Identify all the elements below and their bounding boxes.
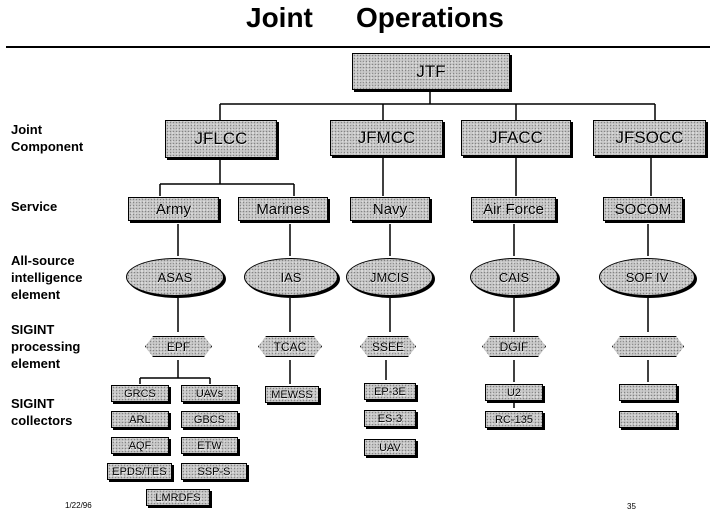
collector-label: U2 (506, 386, 522, 399)
row-label-service: Service (11, 198, 57, 215)
node-label: Army (156, 200, 191, 218)
node-label: DGIF (499, 339, 529, 354)
collector-lmrdfs: LMRDFS (146, 489, 210, 506)
collector-etw: ETW (181, 437, 238, 454)
row-label-sigint-processing: SIGINT processing element (11, 321, 80, 372)
collector-label: EPDS/TES (112, 465, 167, 478)
node-label: TCAC (273, 339, 307, 354)
title-operations: Operations (356, 2, 504, 33)
node-jtf: JTF (352, 53, 510, 90)
collector-label: SSP-S (197, 465, 231, 478)
collector-uav: UAV (364, 439, 416, 456)
node-label: JTF (416, 61, 446, 81)
node-label: Marines (256, 200, 310, 218)
node-navy: Navy (350, 197, 430, 221)
node-label: EPF (166, 339, 191, 354)
node-label: Navy (372, 200, 408, 218)
collector-rc-135: RC-135 (485, 411, 543, 428)
node-label: CAIS (498, 269, 530, 285)
node-air-force: Air Force (471, 197, 556, 221)
collector-label: MEWSS (271, 388, 313, 401)
node-ias: IAS (244, 258, 338, 296)
row-label-line: SIGINT (11, 396, 55, 411)
node-army: Army (128, 197, 219, 221)
footer-date: 1/22/96 (65, 501, 92, 510)
node-label: SOF IV (625, 269, 669, 285)
node-label: ASAS (157, 269, 193, 285)
collector-label: EP-3E (374, 385, 406, 398)
collector-label: GBCS (193, 413, 226, 426)
row-label-intel: All-source intelligence element (11, 252, 83, 303)
node-jfsocc: JFSOCC (593, 120, 706, 156)
node-label: IAS (280, 269, 302, 285)
node-socom-processing (612, 336, 684, 357)
collector-label: LMRDFS (155, 491, 201, 504)
collector-socom-1 (619, 384, 677, 401)
node-ssee: SSEE (360, 336, 416, 357)
node-label: JFSOCC (615, 128, 684, 147)
node-label: JMCIS (370, 269, 409, 285)
row-label-line: element (11, 356, 61, 371)
node-jflcc: JFLCC (165, 120, 277, 158)
node-jfmcc: JFMCC (330, 120, 443, 156)
row-label-joint-component: Joint Component (11, 121, 83, 155)
collector-label: AQF (128, 439, 152, 452)
collector-es-3: ES-3 (364, 410, 416, 427)
collector-label: ARL (129, 413, 151, 426)
row-label-line: SIGINT (11, 322, 55, 337)
row-label-line: intelligence (11, 270, 83, 285)
node-tcac: TCAC (258, 336, 322, 357)
footer-page-number: 35 (627, 502, 636, 511)
collector-u2: U2 (485, 384, 543, 401)
node-label: SSEE (371, 339, 404, 354)
node-jmcis: JMCIS (346, 258, 433, 296)
row-label-line: Service (11, 199, 58, 214)
node-label: Air Force (483, 200, 544, 218)
node-asas: ASAS (126, 258, 224, 296)
collector-ssp-s: SSP-S (181, 463, 247, 480)
collector-label: ES-3 (377, 412, 403, 425)
collector-label: RC-135 (495, 413, 533, 426)
node-epf: EPF (145, 336, 212, 357)
node-marines: Marines (238, 197, 328, 221)
collector-uavs: UAVs (181, 385, 238, 402)
collector-mewss: MEWSS (265, 386, 319, 403)
collector-label: GRCS (124, 387, 156, 400)
row-label-line: collectors (11, 413, 73, 428)
row-label-sigint-collectors: SIGINT collectors (11, 395, 72, 429)
collector-label: UAV (379, 441, 401, 454)
row-label-line: element (11, 287, 61, 302)
collector-gbcs: GBCS (181, 411, 238, 428)
collector-label: UAVs (195, 387, 224, 400)
collector-grcs: GRCS (111, 385, 169, 402)
row-label-line: processing (11, 339, 81, 354)
row-label-line: All-source (11, 253, 75, 268)
node-jfacc: JFACC (461, 120, 571, 156)
row-label-line: Component (11, 139, 84, 154)
collector-label: ETW (197, 439, 222, 452)
collector-epds-tes: EPDS/TES (107, 463, 172, 480)
row-label-line: Joint (11, 122, 43, 137)
collector-aqf: AQF (111, 437, 169, 454)
node-dgif: DGIF (482, 336, 546, 357)
collector-socom-2 (619, 411, 677, 428)
node-label: JFACC (489, 128, 543, 147)
node-label: JFLCC (194, 129, 248, 148)
node-label: SOCOM (614, 200, 672, 218)
collector-arl: ARL (111, 411, 169, 428)
node-socom: SOCOM (603, 197, 683, 221)
node-label: JFMCC (357, 128, 416, 147)
node-cais: CAIS (470, 258, 558, 296)
title-rule (6, 46, 710, 48)
collector-ep-3e: EP-3E (364, 383, 416, 400)
node-sof-iv: SOF IV (599, 258, 695, 296)
title-joint: Joint (246, 2, 313, 33)
